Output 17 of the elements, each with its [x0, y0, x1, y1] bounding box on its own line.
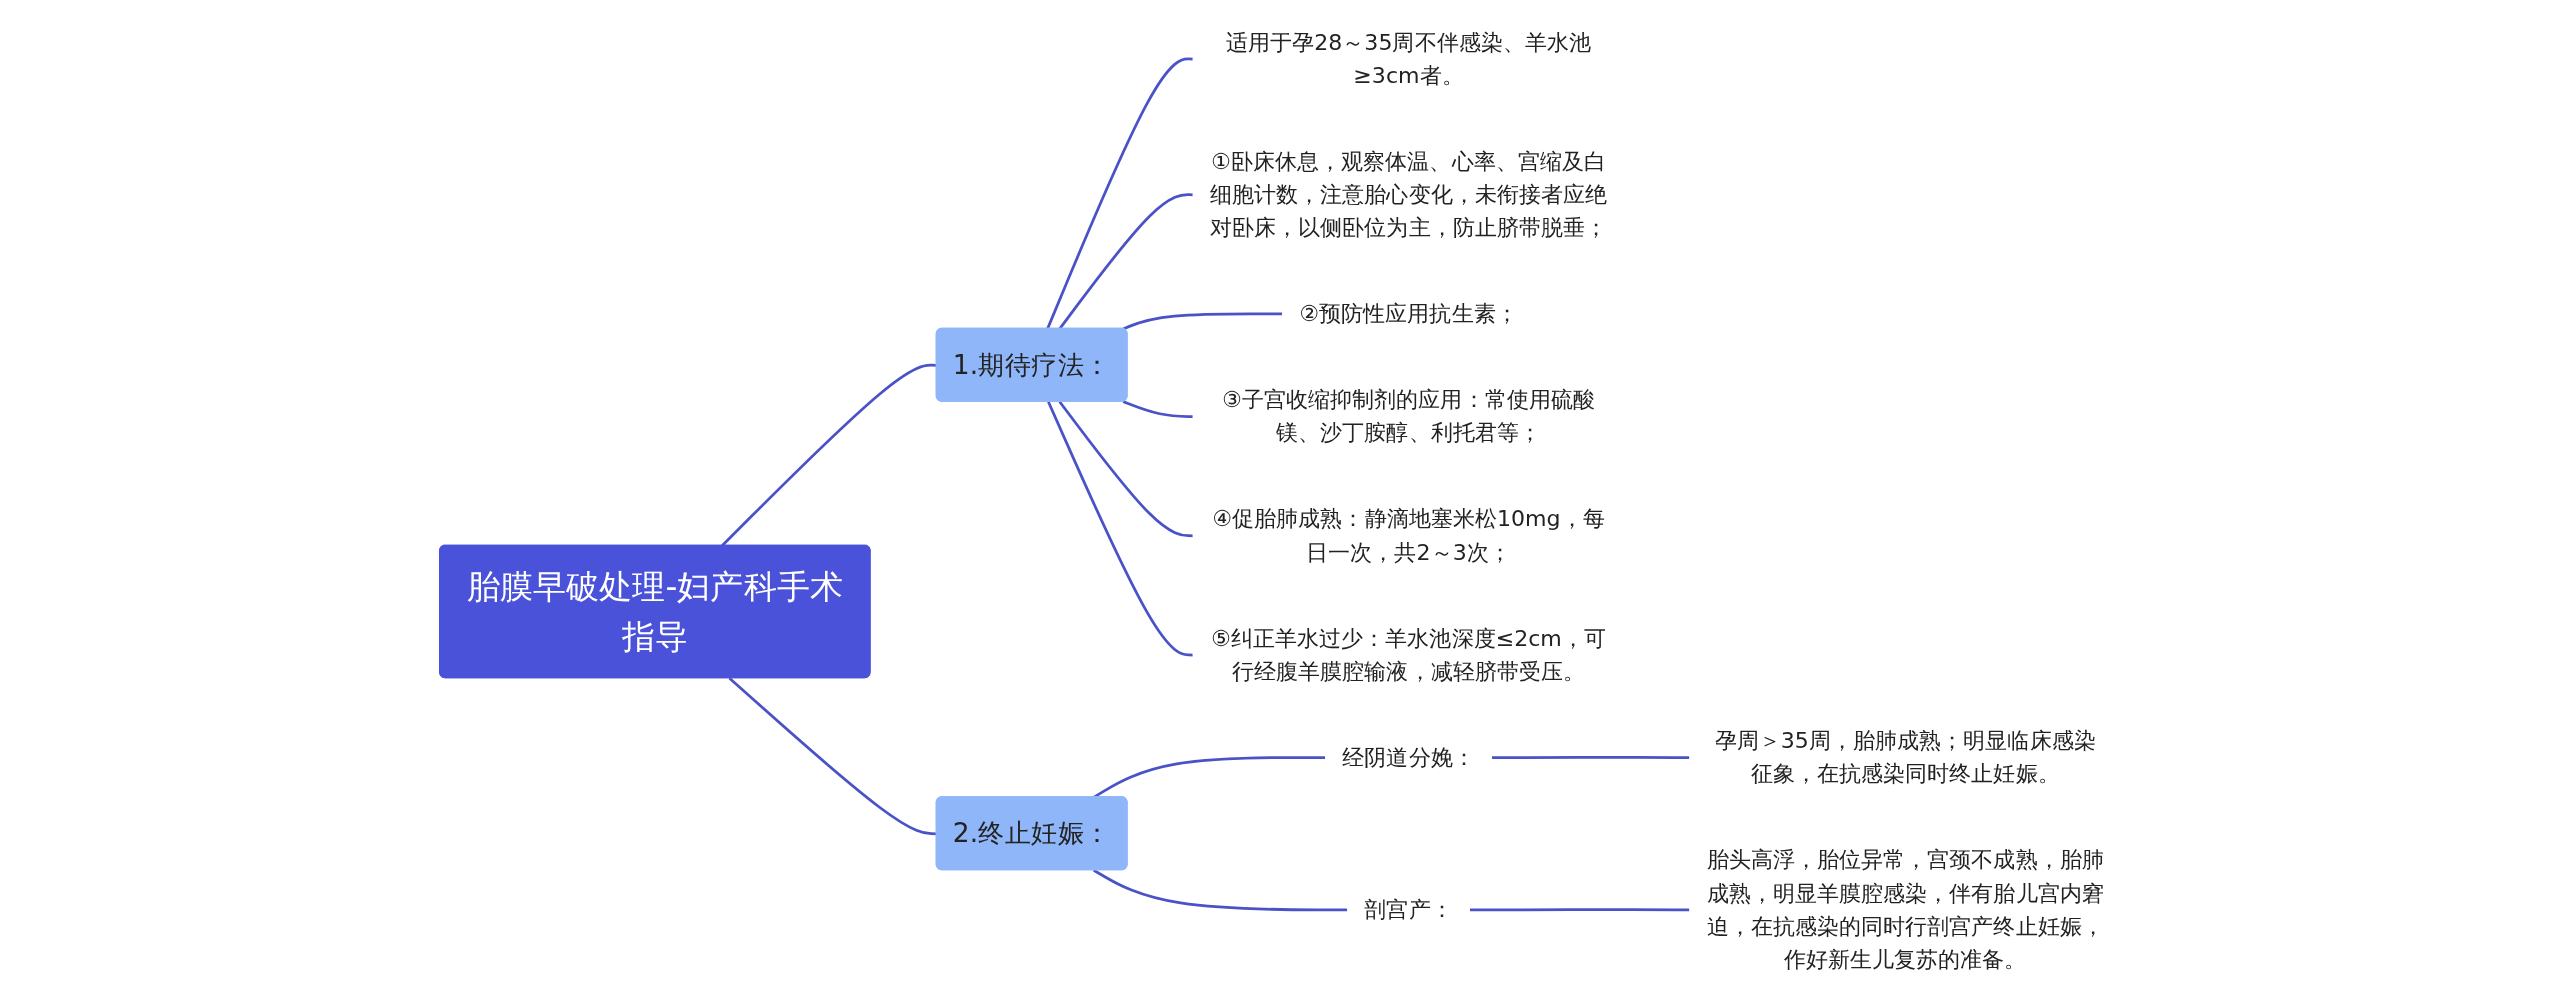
node-text: 胎头高浮，胎位异常，宫颈不成熟，胎肺成熟，明显羊膜腔感染，伴有胎儿宫内窘迫，在抗感染的同时行剖宫产终止妊娠，作好新生儿复苏的准备。: [1706, 846, 2104, 973]
connector: [1058, 400, 1194, 538]
node-text: ③子宫收缩抑制剂的应用：常使用硫酸镁、沙丁胺醇、利托君等；: [1222, 386, 1595, 446]
node-text: ②预防性应用抗生素；: [1299, 300, 1518, 327]
connector: [1047, 401, 1194, 657]
connector: [1058, 193, 1194, 330]
node-text: 剖宫产：: [1364, 896, 1453, 923]
node-text: 经阴道分娩：: [1342, 743, 1475, 771]
node-text: ①卧床休息，观察体温、心率、宫缩及白细胞计数，注意胎心变化，未衔接者应绝对卧床，以侧卧位为主，防止脐带脱垂；: [1209, 147, 1608, 241]
node-text: 适用于孕28～35周不伴感染、羊水池≥3cm者。: [1225, 28, 1592, 89]
node-text: ⑤纠正羊水过少：羊水池深度≤2cm，可行经腹羊膜腔输液，减轻脐带受压。: [1211, 624, 1606, 685]
connector: [721, 363, 937, 547]
node-text: 孕周＞35周，胎肺成熟；明显临床感染征象，在抗感染同时终止妊娠。: [1714, 727, 2096, 787]
connector: [728, 677, 937, 836]
connector: [1122, 400, 1194, 418]
connector: [1046, 57, 1194, 330]
node-text: ④促胎肺成熟：静滴地塞米松10mg，每日一次，共2～3次；: [1212, 505, 1605, 566]
